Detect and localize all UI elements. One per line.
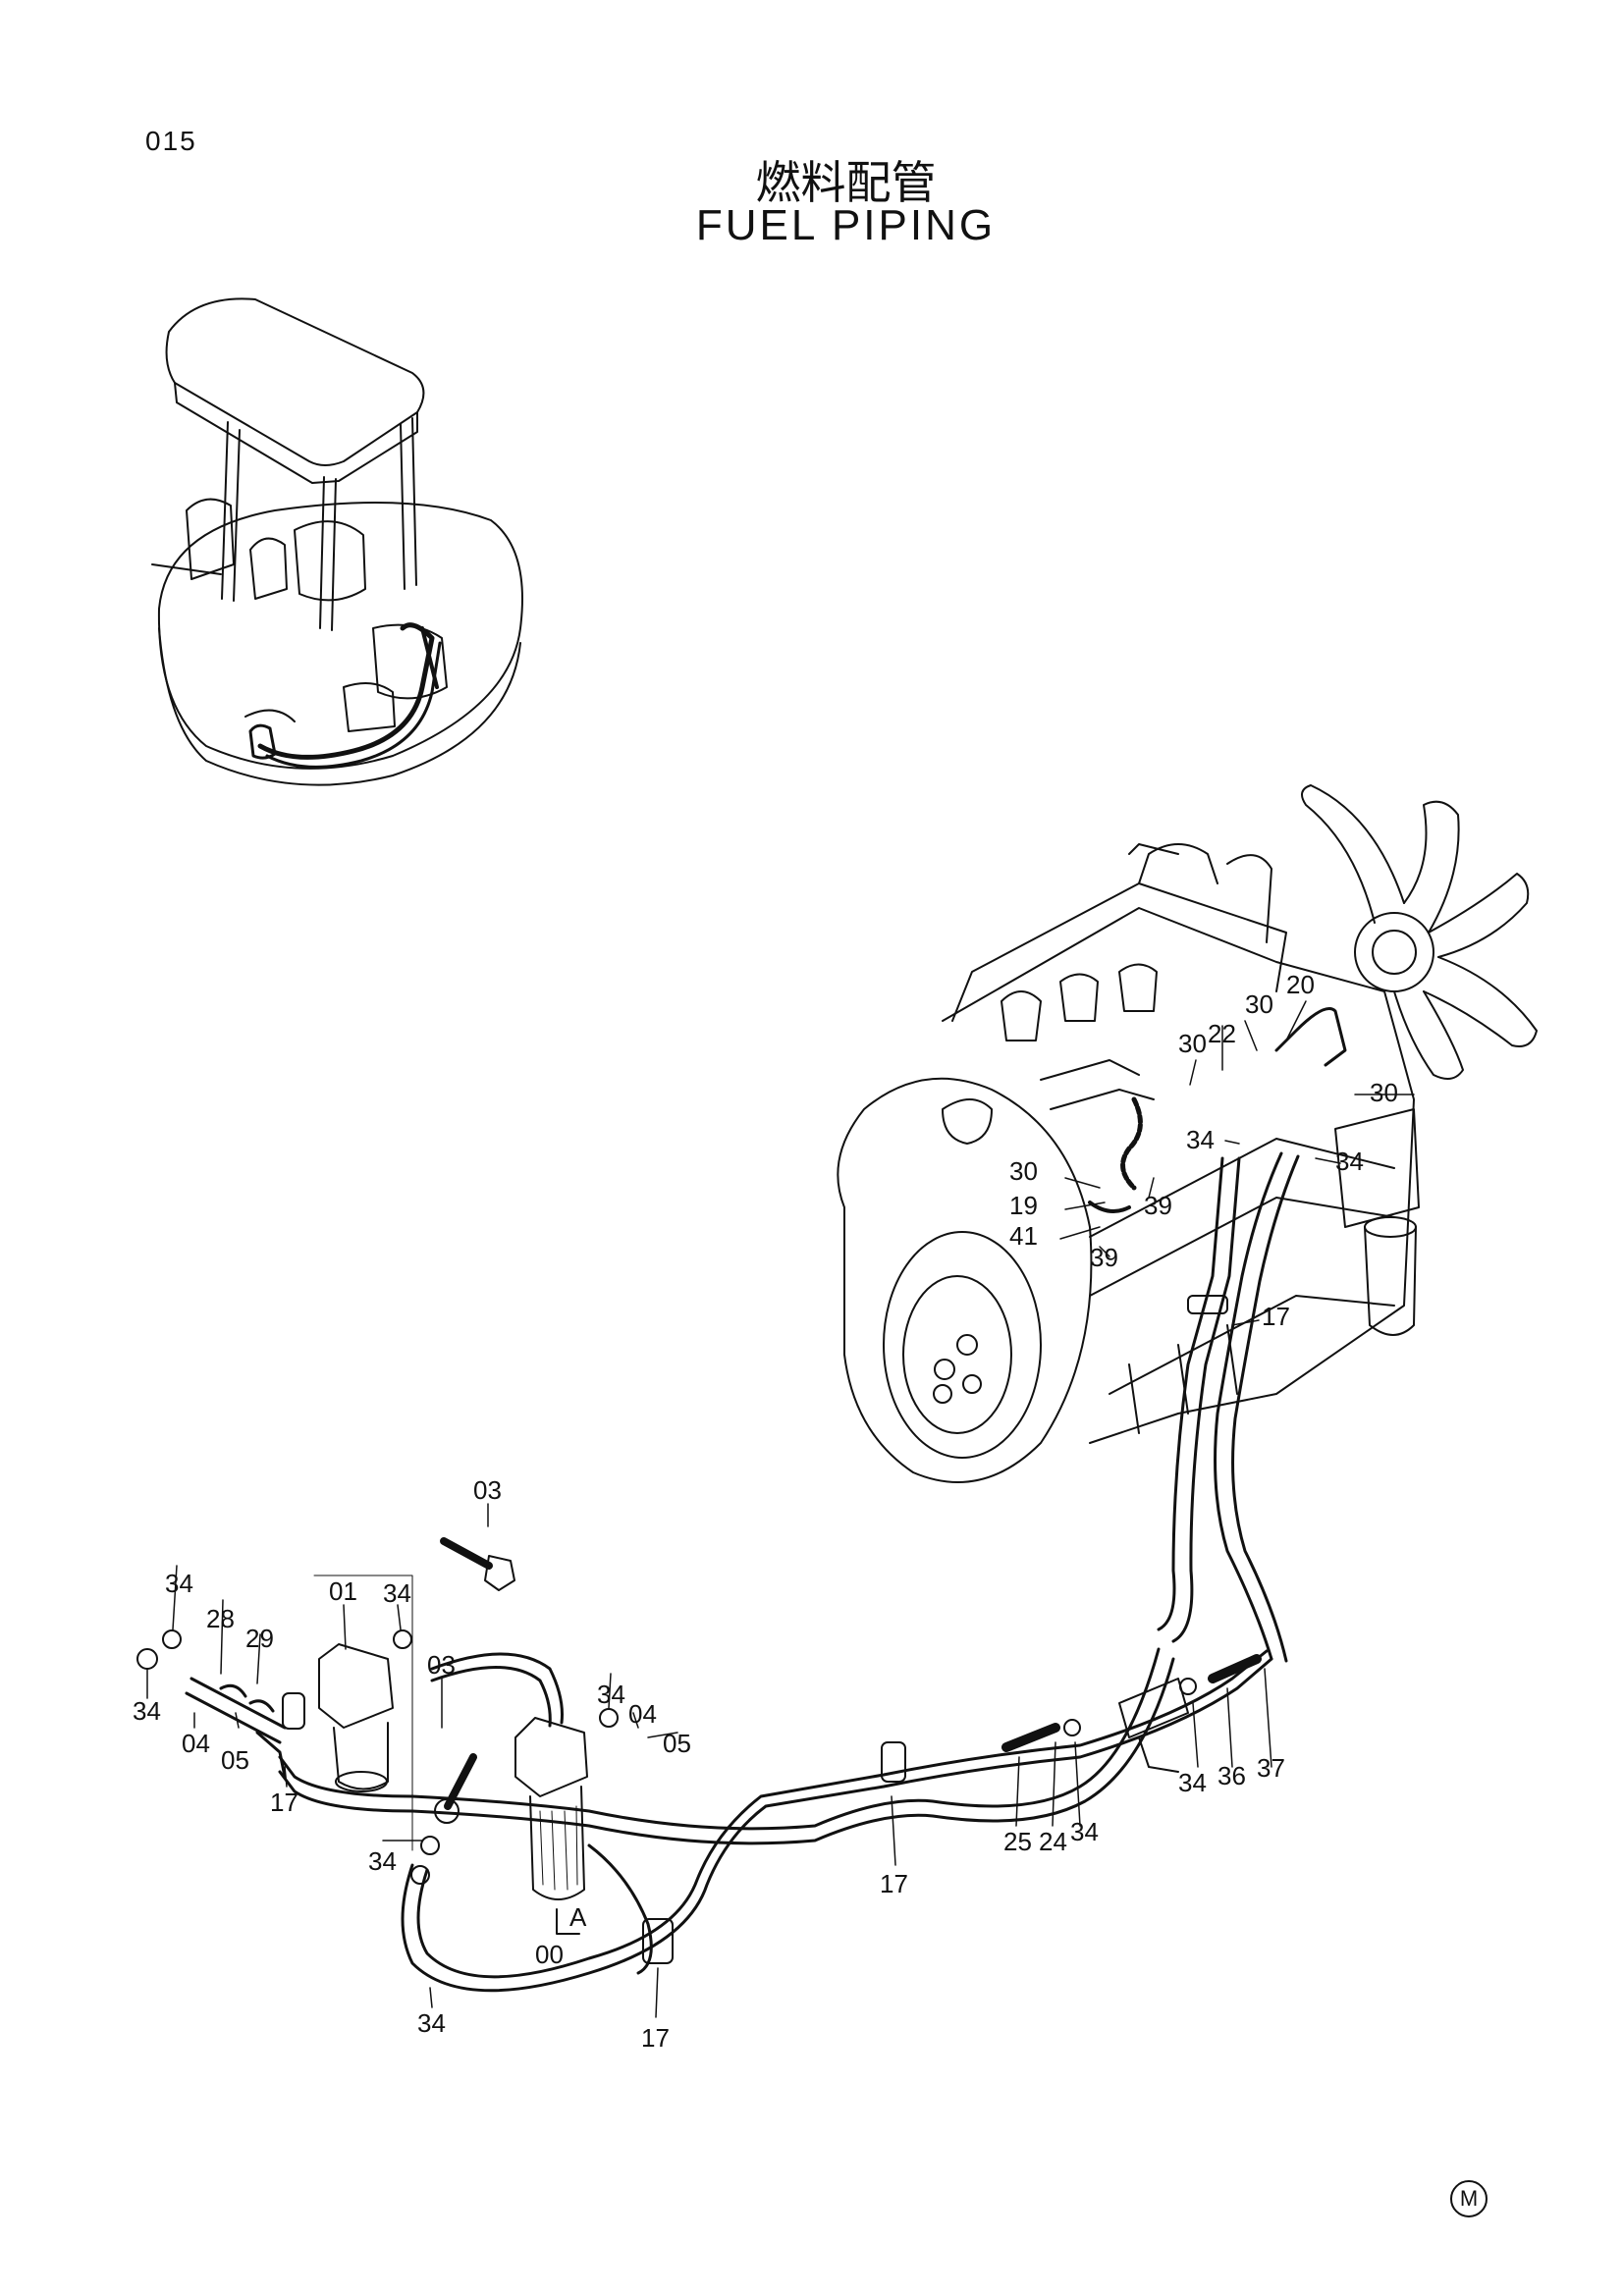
callout-34: 34 xyxy=(1186,1125,1215,1154)
engine-illustration xyxy=(837,784,1538,1663)
callout-19: 19 xyxy=(1009,1191,1038,1220)
leader-lines xyxy=(146,1000,1415,2018)
callout-34: 34 xyxy=(417,2008,446,2038)
callout-37: 37 xyxy=(1257,1753,1285,1783)
callout-17: 17 xyxy=(270,1788,298,1817)
callout-30: 30 xyxy=(1178,1029,1207,1058)
callout-22: 22 xyxy=(1208,1019,1236,1048)
callout-34: 34 xyxy=(1178,1768,1207,1797)
callout-39: 39 xyxy=(1144,1191,1172,1220)
callout-00: 00 xyxy=(535,1940,564,1969)
callout-36: 36 xyxy=(1217,1761,1246,1790)
callout-03: 03 xyxy=(473,1475,502,1505)
callout-25: 25 xyxy=(1003,1827,1032,1856)
callout-34: 34 xyxy=(1070,1817,1099,1846)
callout-03: 03 xyxy=(427,1650,456,1680)
callout-05: 05 xyxy=(663,1729,691,1758)
callout-04: 04 xyxy=(182,1729,210,1758)
callout-39: 39 xyxy=(1090,1243,1118,1272)
title-japanese: 燃料配管 xyxy=(755,156,937,209)
callout-34: 34 xyxy=(1335,1147,1364,1176)
callouts: 20 30 30 22 30 34 34 30 19 39 41 39 17 0… xyxy=(133,970,1398,2053)
page-number: 015 xyxy=(145,126,197,156)
callout-17: 17 xyxy=(1262,1302,1290,1331)
callout-30: 30 xyxy=(1245,989,1273,1019)
callout-34: 34 xyxy=(133,1696,161,1726)
callout-34: 34 xyxy=(597,1680,625,1709)
callout-17: 17 xyxy=(641,2023,670,2053)
callout-04: 04 xyxy=(628,1699,657,1729)
callout-01: 01 xyxy=(329,1576,357,1606)
callout-A: A xyxy=(569,1902,587,1932)
callout-41: 41 xyxy=(1009,1221,1038,1251)
callout-30: 30 xyxy=(1370,1078,1398,1107)
title-english: FUEL PIPING xyxy=(695,201,997,249)
fuel-filter-and-lines xyxy=(136,1537,1273,1993)
callout-20: 20 xyxy=(1286,970,1315,999)
callout-29: 29 xyxy=(245,1624,274,1653)
callout-17: 17 xyxy=(880,1869,908,1898)
callout-05: 05 xyxy=(221,1745,249,1775)
manufacturer-mark: M xyxy=(1450,2180,1488,2217)
callout-34: 34 xyxy=(165,1569,193,1598)
callout-30: 30 xyxy=(1009,1156,1038,1186)
callout-24: 24 xyxy=(1039,1827,1067,1856)
callout-34: 34 xyxy=(383,1578,411,1608)
callout-28: 28 xyxy=(206,1604,235,1633)
machine-overview-illustration xyxy=(151,297,523,786)
callout-34: 34 xyxy=(368,1846,397,1876)
